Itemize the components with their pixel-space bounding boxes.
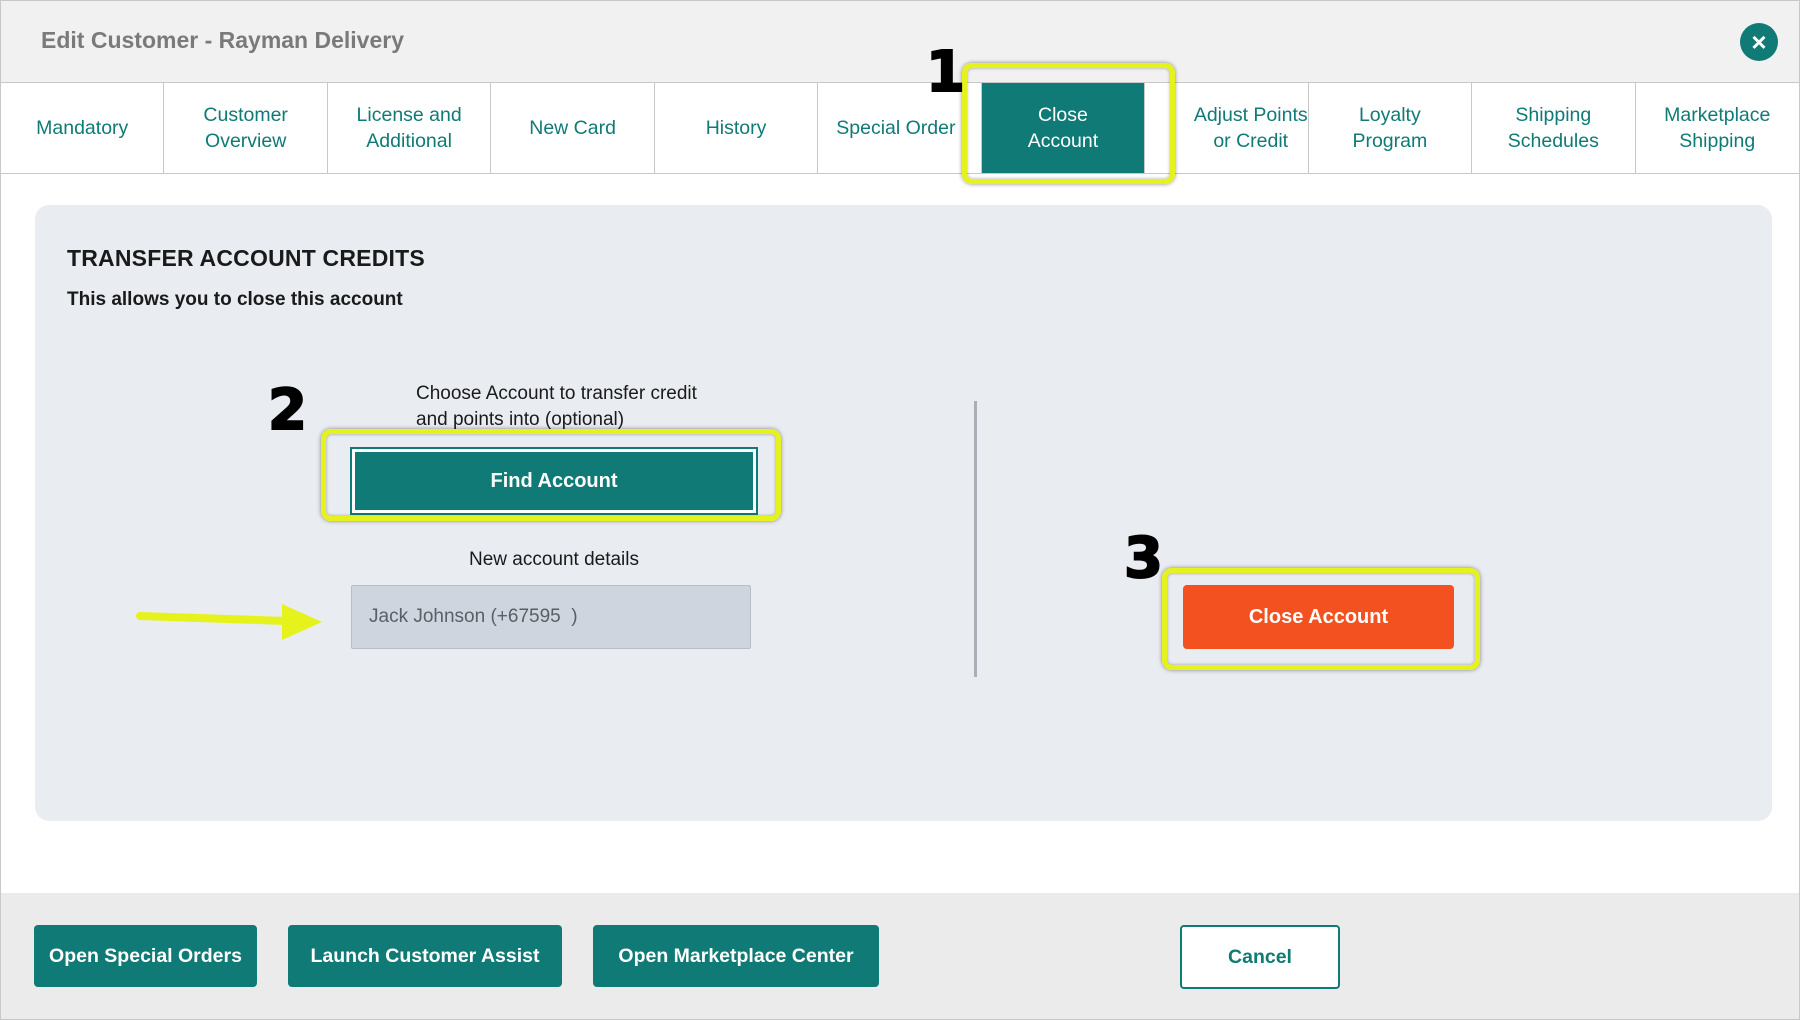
vertical-divider: [974, 401, 977, 677]
panel-heading: TRANSFER ACCOUNT CREDITS: [67, 245, 425, 271]
tab-new-card[interactable]: New Card: [491, 83, 655, 173]
transfer-credits-panel: TRANSFER ACCOUNT CREDITS This allows you…: [35, 205, 1772, 821]
new-account-field[interactable]: Jack Johnson (+67595 ): [351, 585, 751, 649]
open-special-orders-button[interactable]: Open Special Orders: [34, 925, 257, 987]
tab-license-and-additional[interactable]: License and Additional: [328, 83, 492, 173]
find-account-button[interactable]: Find Account: [350, 447, 758, 515]
highlight-close-account-button: [1162, 568, 1480, 670]
tab-special-order[interactable]: Special Order: [818, 83, 982, 173]
highlight-close-account-tab: [962, 63, 1175, 184]
pointer-arrow-icon: [136, 604, 322, 640]
tab-bar: Mandatory Customer Overview License and …: [1, 82, 1799, 174]
tab-marketplace-shipping[interactable]: Marketplace Shipping: [1664, 104, 1771, 152]
step-number-3: 3: [1123, 525, 1164, 592]
panel-subheading: This allows you to close this account: [67, 289, 403, 310]
tab-loyalty-program[interactable]: Loyalty Program: [1309, 83, 1473, 173]
tab-adjust-points-or-credit[interactable]: Adjust Points or Credit: [1145, 83, 1309, 173]
tab-shipping-schedules[interactable]: Shipping Schedules: [1472, 83, 1636, 173]
close-account-button[interactable]: Close Account: [1183, 585, 1454, 649]
new-account-details-label: New account details: [468, 549, 640, 570]
tab-history[interactable]: History: [655, 83, 819, 173]
choose-account-text: Choose Account to transfer credit and po…: [416, 383, 697, 430]
launch-customer-assist-button[interactable]: Launch Customer Assist: [288, 925, 562, 987]
highlight-find-account-button: [321, 429, 781, 521]
tab-mandatory[interactable]: Mandatory: [1, 83, 165, 173]
step-number-2: 2: [267, 377, 308, 444]
title-bar: Edit Customer - Rayman Delivery ×: [1, 1, 1799, 83]
footer-bar: Open Special Orders Launch Customer Assi…: [1, 893, 1799, 1019]
dialog-title: Edit Customer - Rayman Delivery: [41, 27, 405, 53]
open-marketplace-center-button[interactable]: Open Marketplace Center: [593, 925, 879, 987]
step-number-1: 1: [925, 39, 966, 106]
close-icon[interactable]: ×: [1740, 23, 1778, 61]
tab-customer-overview[interactable]: Customer Overview: [164, 83, 328, 173]
cancel-button[interactable]: Cancel: [1180, 925, 1340, 989]
tab-close-account[interactable]: Close Account: [981, 83, 1146, 173]
